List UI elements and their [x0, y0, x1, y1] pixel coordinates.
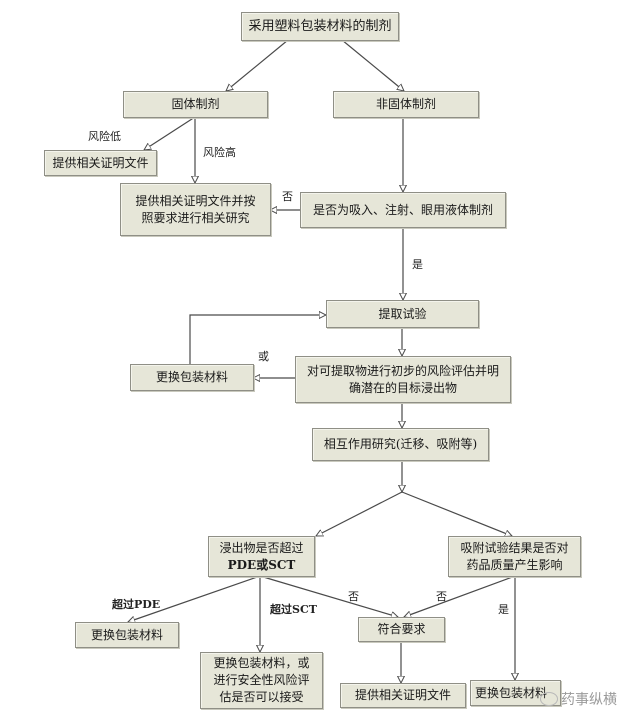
edge-leachable-no	[259, 575, 398, 617]
node-leachable-check: 浸出物是否超过 PDE或SCT	[208, 536, 315, 577]
edge-replace-extraction	[189, 315, 326, 364]
label-yes-2: 是	[498, 603, 509, 616]
node-start: 采用塑料包装材料的制剂	[241, 12, 399, 41]
node-replace-pkg-2: 更换包装材料	[75, 622, 179, 648]
node-meets-req: 符合要求	[358, 617, 445, 642]
label-risk-high: 风险高	[203, 146, 236, 159]
leachable-check-line1: 浸出物是否超过	[219, 540, 304, 555]
node-provide-docs-final: 提供相关证明文件	[340, 683, 466, 708]
label-or: 或	[258, 350, 269, 363]
watermark: 药事纵横	[540, 689, 617, 709]
edge-start-solid	[226, 39, 289, 91]
node-provide-docs-low: 提供相关证明文件	[44, 150, 157, 176]
label-exceed-sct: 超过SCT	[270, 603, 317, 616]
node-nonsolid: 非固体制剂	[333, 91, 479, 118]
label-risk-low: 风险低	[88, 130, 121, 143]
edge-start-nonsolid	[341, 39, 404, 91]
node-replace-pkg-1: 更换包装材料	[130, 364, 254, 391]
edge-to-leachable	[316, 491, 403, 537]
edge-to-adsorption	[401, 491, 512, 536]
node-interaction-study: 相互作用研究(迁移、吸附等)	[312, 428, 489, 461]
node-adsorption-check: 吸附试验结果是否对药品质量产生影响	[448, 536, 581, 577]
node-is-inhalation: 是否为吸入、注射、眼用液体制剂	[300, 192, 506, 228]
label-exceed-pde: 超过PDE	[112, 598, 161, 611]
label-no-1: 否	[282, 190, 293, 203]
node-provide-docs-study: 提供相关证明文件并按照要求进行相关研究	[120, 183, 271, 236]
label-no-2: 否	[348, 590, 359, 603]
label-yes-1: 是	[412, 258, 423, 271]
node-replace-or-assess: 更换包装材料，或进行安全性风险评估是否可以接受	[200, 652, 323, 709]
node-risk-assess: 对可提取物进行初步的风险评估并明确潜在的目标浸出物	[295, 356, 511, 403]
edge-adsorption-no	[404, 575, 516, 617]
node-solid: 固体制剂	[123, 91, 268, 118]
edge-solid-docs-low	[144, 116, 196, 150]
watermark-text: 药事纵横	[561, 692, 617, 708]
node-extraction-test: 提取试验	[326, 300, 479, 328]
edge-leachable-pde	[128, 575, 261, 622]
wechat-logo-icon	[540, 692, 558, 706]
leachable-check-line2: PDE或SCT	[227, 557, 296, 572]
label-no-3: 否	[436, 590, 447, 603]
